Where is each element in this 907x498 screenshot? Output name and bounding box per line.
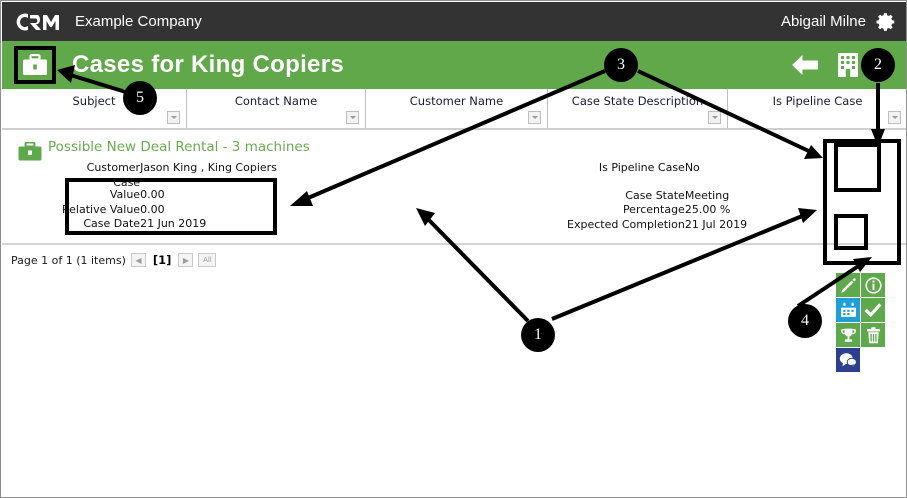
- callout-badge-4: 4: [788, 304, 822, 338]
- chevron-down-icon[interactable]: [167, 111, 180, 124]
- column-label: Contact Name: [234, 94, 318, 108]
- gear-icon[interactable]: [875, 11, 897, 33]
- case-record-row[interactable]: Possible New Deal Rental - 3 machines Cu…: [2, 130, 906, 372]
- callout-badge-5: 5: [123, 81, 157, 115]
- chevron-down-icon[interactable]: [528, 111, 541, 124]
- crm-logo[interactable]: [16, 11, 62, 33]
- edit-pencil-icon[interactable]: [836, 273, 860, 297]
- case-details-right: Is Pipeline Case No Case State Meeting P…: [567, 161, 748, 234]
- column-header-is-pipeline-case[interactable]: Is Pipeline Case: [728, 89, 906, 128]
- pagination-next-button[interactable]: ▶: [178, 253, 194, 267]
- field-label: Expected Completion: [567, 217, 685, 231]
- chevron-down-icon[interactable]: [888, 111, 901, 124]
- field-value: 0.00: [140, 202, 165, 216]
- field-value: 21 Jul 2019: [684, 217, 748, 231]
- detail-field-relative-value: Relative Value 0.00: [62, 202, 277, 219]
- briefcase-icon: [18, 141, 42, 162]
- crm-logo-mark: [16, 13, 59, 30]
- trophy-icon[interactable]: [836, 323, 860, 347]
- check-icon[interactable]: [861, 298, 885, 322]
- pagination-all-button[interactable]: All: [198, 253, 217, 267]
- chevron-down-icon[interactable]: [708, 111, 721, 124]
- case-details-left: Customer Jason King , King Copiers Case …: [62, 161, 277, 233]
- column-label: Subject: [72, 94, 116, 108]
- column-header-contact-name[interactable]: Contact Name: [187, 89, 366, 128]
- field-value: 0.00: [140, 188, 165, 201]
- pagination-prev-button[interactable]: ◀: [130, 253, 146, 267]
- field-label: Is Pipeline Case: [598, 161, 685, 174]
- briefcase-icon[interactable]: [14, 46, 56, 84]
- pagination-current-page[interactable]: [1]: [152, 253, 172, 267]
- user-name[interactable]: Abigail Milne: [780, 13, 866, 30]
- column-label: Case State Description: [571, 94, 704, 108]
- callout-badge-2: 2: [861, 48, 895, 82]
- page-title: Cases for King Copiers: [72, 51, 344, 78]
- building-icon[interactable]: [836, 52, 860, 78]
- trash-icon[interactable]: [861, 323, 885, 347]
- field-value: No: [684, 161, 700, 174]
- detail-field-case-state: Case State Meeting: [567, 188, 747, 205]
- field-value: Jason King , King Copiers: [140, 161, 277, 174]
- company-name: Example Company: [75, 13, 202, 30]
- pagination-summary: Page 1 of 1 (1 items): [11, 253, 126, 267]
- callout-badge-3: 3: [604, 48, 638, 82]
- column-header-subject[interactable]: Subject: [2, 89, 187, 128]
- column-header-customer-name[interactable]: Customer Name: [366, 89, 548, 128]
- detail-field-percentage: Percentage 25.00 %: [567, 203, 747, 219]
- topbar-right-group: Abigail Milne: [781, 11, 897, 33]
- field-label: Case State: [625, 188, 685, 202]
- case-title-link[interactable]: Possible New Deal Rental - 3 machines: [48, 139, 310, 155]
- field-label: Case Value: [109, 175, 141, 201]
- back-arrow-icon[interactable]: [791, 53, 819, 77]
- field-value: 21 Jun 2019: [140, 217, 207, 230]
- column-label: Is Pipeline Case: [772, 94, 863, 108]
- chat-bubble-icon[interactable]: [836, 348, 860, 372]
- chevron-down-icon[interactable]: [346, 111, 359, 124]
- field-value: Meeting: [684, 188, 730, 202]
- top-navigation-bar: Example Company Abigail Milne: [2, 2, 906, 41]
- info-icon[interactable]: [861, 273, 885, 297]
- field-label: Customer: [86, 161, 141, 174]
- detail-field-customer: Customer Jason King , King Copiers: [62, 161, 277, 177]
- field-label: Relative Value: [62, 202, 141, 216]
- field-label: Percentage: [622, 203, 685, 216]
- field-value: 25.00 %: [684, 203, 731, 216]
- page-title-bar: Cases for King Copiers: [2, 41, 906, 89]
- pagination-bar: Page 1 of 1 (1 items) ◀ [1] ▶ All: [11, 253, 217, 267]
- detail-field-expected-completion: Expected Completion 21 Jul 2019: [567, 217, 748, 234]
- detail-field-case-date: Case Date 21 Jun 2019: [62, 217, 277, 233]
- record-action-buttons: [836, 273, 885, 372]
- detail-field-case-value: Case Value 0.00: [62, 175, 277, 204]
- detail-field-is-pipeline-case: Is Pipeline Case No: [567, 161, 747, 177]
- field-label: Case Date: [83, 217, 141, 230]
- titlebar-actions: [791, 52, 860, 78]
- callout-badge-1: 1: [521, 318, 555, 352]
- column-header-case-state-description[interactable]: Case State Description: [548, 89, 728, 128]
- column-label: Customer Name: [409, 94, 504, 108]
- calendar-icon[interactable]: [836, 298, 860, 322]
